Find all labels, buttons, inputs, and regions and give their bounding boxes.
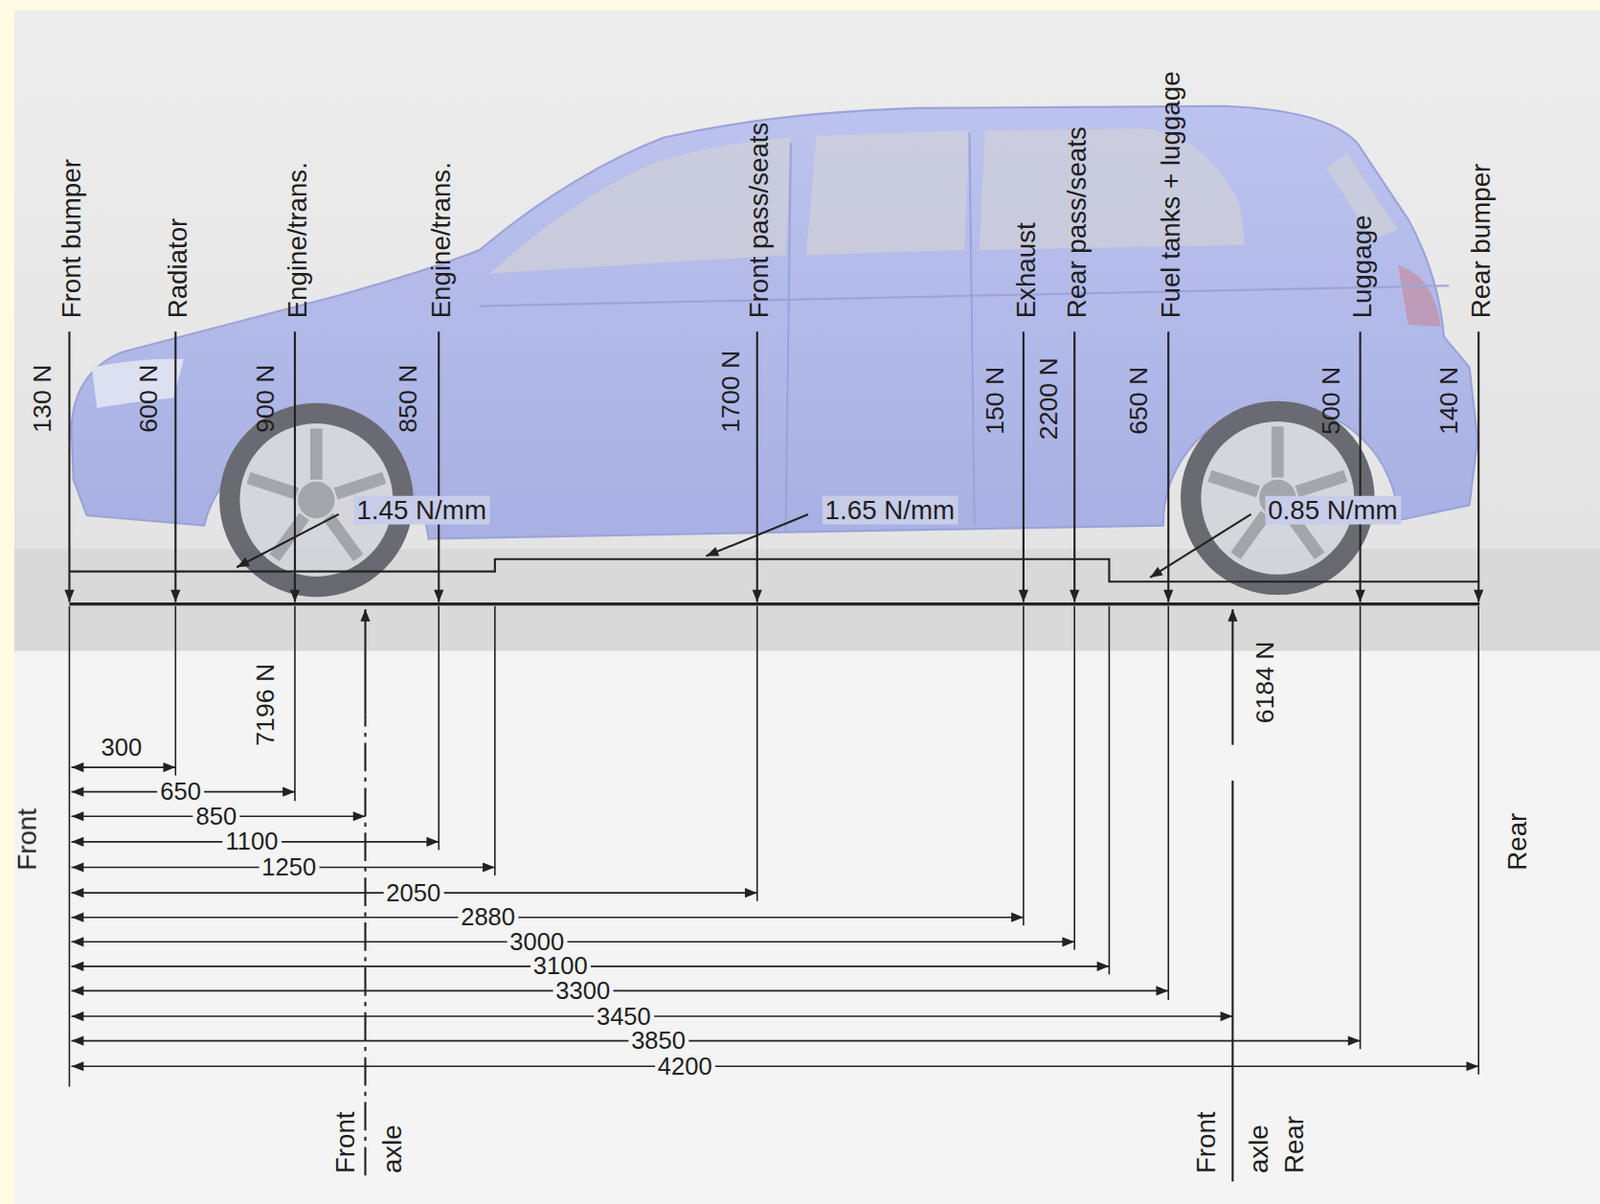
load-value: 900 N [250, 363, 279, 432]
axle-label: Front [330, 1110, 360, 1173]
component-name: Radiator [162, 218, 192, 319]
load-value: 130 N [28, 363, 57, 432]
component-name: Fuel tanks + luggage [1155, 70, 1185, 318]
load-arrow [1022, 331, 1025, 602]
component-name: Exhaust [1011, 222, 1040, 318]
axle-line [1231, 780, 1234, 1182]
load-arrow [1477, 331, 1480, 602]
axle-line [363, 714, 366, 1176]
load-arrow [437, 331, 440, 602]
dimension-value: 1250 [258, 854, 319, 881]
dimension-value: 300 [101, 734, 143, 762]
dimension-value: 3000 [506, 927, 567, 955]
dimension-value: 3100 [530, 952, 591, 980]
extension-line [1359, 606, 1362, 1049]
beam [68, 602, 1480, 606]
load-value: 650 N [1124, 365, 1152, 434]
leader-line [1149, 514, 1252, 578]
component-name: Front bumper [56, 158, 86, 318]
dimension-value: 850 [192, 802, 240, 830]
load-arrow [174, 331, 177, 602]
wheel-spoke [310, 428, 323, 479]
load-value: 850 N [393, 363, 422, 432]
point-loads [68, 331, 1479, 1086]
extension-line [68, 606, 71, 1087]
axle-label: Front [1191, 1110, 1220, 1173]
dimension-value: 650 [157, 778, 204, 806]
extension-line [1022, 606, 1025, 925]
component-name: Luggage [1347, 215, 1376, 319]
load-arrow [67, 331, 70, 602]
extension-line [1108, 606, 1111, 975]
wheel-spoke [1209, 475, 1259, 492]
dimension-value: 3300 [552, 977, 613, 1005]
axle-label: axle [377, 1124, 406, 1173]
load-arrow [1167, 331, 1170, 602]
dimension-line [71, 916, 1024, 919]
reaction-value: 6184 N [1251, 640, 1280, 723]
wheel-spoke [1271, 426, 1285, 477]
direction-label: Rear [1502, 812, 1532, 871]
load-value: 1700 N [716, 349, 744, 432]
component-name: Engine/trans. [282, 161, 312, 318]
dimension-line [71, 1039, 1361, 1042]
extension-line [293, 606, 296, 801]
load-arrow [293, 331, 296, 602]
load-value: 2200 N [1035, 357, 1063, 440]
load-arrow [756, 331, 759, 602]
direction-label: Front [11, 808, 41, 871]
dimension-lines [71, 766, 1480, 1066]
dimension-line [71, 940, 1076, 943]
extension-line [437, 606, 440, 851]
wheel-spoke [336, 477, 385, 494]
extension-line [494, 606, 496, 876]
dimension-line [71, 766, 177, 768]
axle-label: axle [1243, 1124, 1273, 1173]
load-arrow [1359, 331, 1362, 602]
load-value: 600 N [135, 363, 163, 432]
dimension-value: 2880 [457, 903, 519, 931]
lower-ground [14, 651, 1600, 1204]
wheel-spoke [274, 516, 305, 558]
wheel-spoke [1297, 475, 1347, 492]
dimension-value: 2050 [383, 878, 444, 906]
backdrop [14, 10, 1600, 654]
distributed-load [68, 559, 1480, 582]
dimension-line [71, 990, 1170, 992]
dimension-value: 1100 [222, 828, 281, 856]
component-name: Rear pass/seats [1061, 126, 1091, 318]
distributed-load-value: 1.45 N/mm [353, 495, 490, 524]
reaction-arrow [363, 608, 366, 715]
leader-line [236, 514, 339, 567]
extension-line [756, 606, 759, 902]
component-name: Front pass/seats [743, 122, 773, 319]
load-arrow [1073, 331, 1076, 602]
dimension-value: 3850 [628, 1027, 689, 1055]
reaction-arrow [1231, 608, 1234, 745]
axle-label: Rear [1279, 1115, 1308, 1173]
distributed-load-value: 0.85 N/mm [1264, 495, 1401, 524]
wheel-spoke [247, 477, 297, 494]
reaction-value: 7196 N [250, 662, 279, 745]
dimension-value: 3450 [593, 1002, 654, 1030]
leader-line [705, 514, 809, 557]
dimension-line [71, 1064, 1480, 1067]
dimension-value: 4200 [654, 1052, 716, 1080]
extension-line [1477, 606, 1480, 1075]
extension-line [175, 606, 178, 776]
extension-line [1073, 606, 1076, 950]
component-name: Rear bumper [1465, 163, 1495, 319]
distributed-load-value: 1.65 N/mm [821, 495, 958, 524]
load-value: 500 N [1317, 365, 1346, 434]
component-name: Engine/trans. [426, 161, 455, 318]
load-value: 150 N [980, 365, 1009, 434]
load-value: 140 N [1434, 365, 1463, 434]
extension-line [1167, 606, 1170, 1000]
car-illustration [71, 106, 1479, 597]
